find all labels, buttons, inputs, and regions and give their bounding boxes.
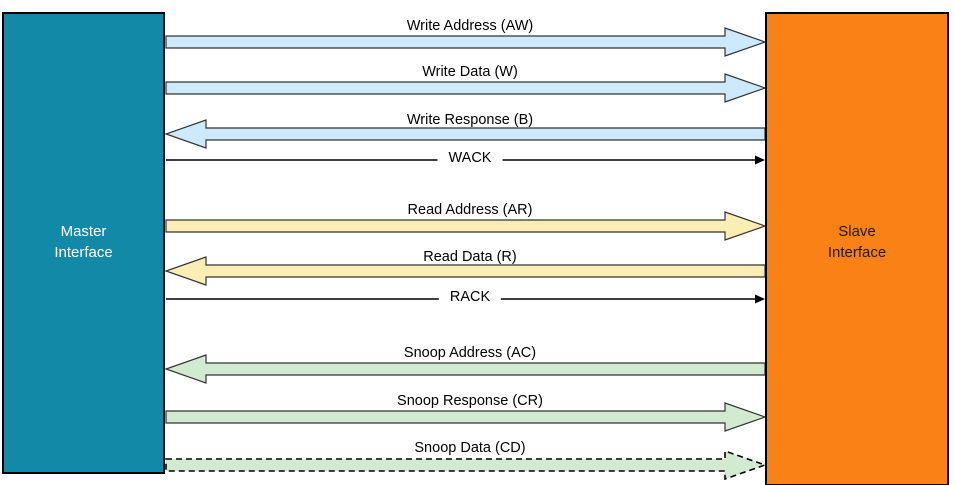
- channel-arrow-r: [164, 256, 766, 286]
- channel-arrow-cd: [165, 449, 768, 481]
- interface-block-layer: [2, 12, 949, 485]
- channel-arrow-b: [164, 119, 766, 149]
- channel-label-rack: RACK: [438, 289, 502, 305]
- channel-arrow-cr: [165, 402, 767, 432]
- channel-label-w: Write Data (W): [422, 64, 518, 80]
- channel-label-b: Write Response (B): [406, 112, 534, 128]
- channel-label-aw: Write Address (AW): [406, 18, 534, 34]
- channel-arrow-layer: [164, 27, 768, 481]
- channel-arrow-ar: [165, 211, 767, 241]
- channel-arrow-w: [165, 73, 767, 103]
- master-interface-block: [2, 12, 165, 474]
- channel-arrow-ac: [164, 354, 766, 384]
- channel-label-ar: Read Address (AR): [407, 202, 533, 218]
- slave-interface-block: [765, 12, 949, 485]
- channel-arrow-aw: [165, 27, 767, 57]
- channel-label-ac: Snoop Address (AC): [403, 345, 537, 361]
- channel-label-cd: Snoop Data (CD): [414, 440, 526, 456]
- channel-label-r: Read Data (R): [423, 249, 517, 265]
- channel-label-cr: Snoop Response (CR): [397, 393, 543, 409]
- channel-label-wack: WACK: [437, 150, 503, 166]
